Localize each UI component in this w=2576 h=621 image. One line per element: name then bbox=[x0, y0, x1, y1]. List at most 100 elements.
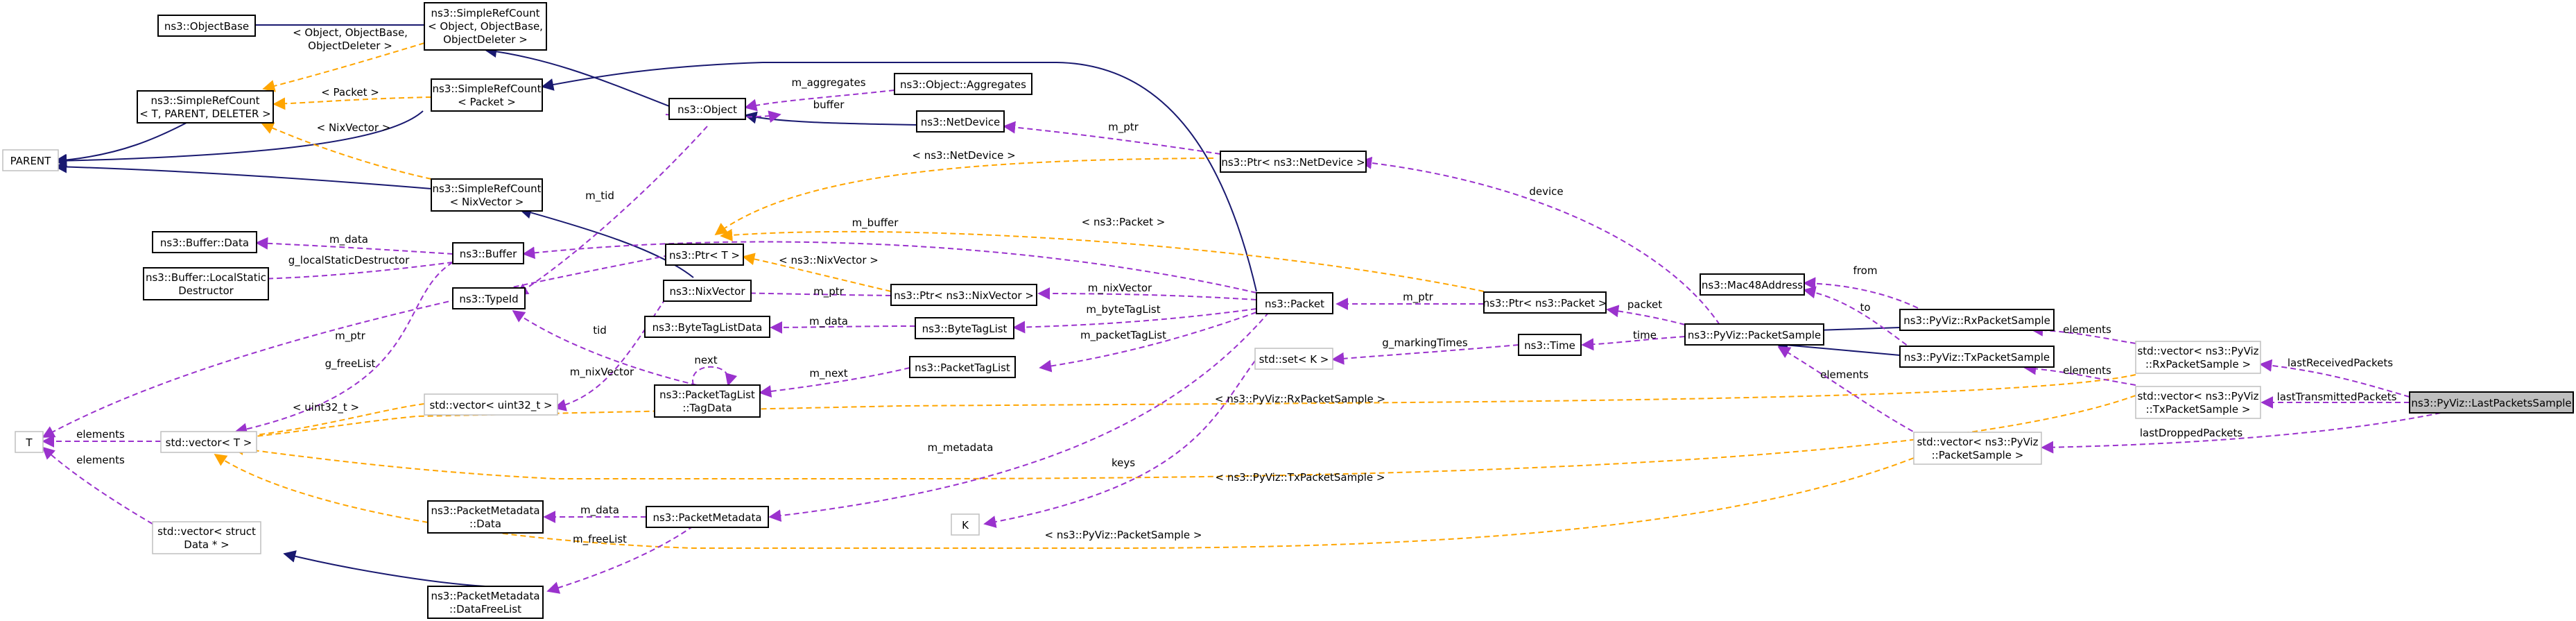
edge-member-pm-freelist bbox=[546, 525, 694, 594]
svg-text:ns3::TypeId: ns3::TypeId bbox=[459, 293, 518, 305]
edges bbox=[42, 19, 2441, 594]
node-parent[interactable]: PARENT bbox=[2, 149, 59, 171]
node-simplerefcount-t[interactable]: ns3::SimpleRefCount < T, PARENT, DELETER… bbox=[137, 90, 274, 124]
node-bytetaglist[interactable]: ns3::ByteTagList bbox=[915, 317, 1014, 339]
node-vector-packetsample[interactable]: std::vector< ns3::PyViz ::PacketSample > bbox=[1913, 432, 2042, 465]
edge-label: m_tid bbox=[585, 189, 614, 203]
node-vector-tx[interactable]: std::vector< ns3::PyViz ::TxPacketSample… bbox=[2135, 386, 2261, 419]
node-packettaglist-tagdata[interactable]: ns3::PacketTagList ::TagData bbox=[654, 384, 761, 418]
node-buffer-data[interactable]: ns3::Buffer::Data bbox=[152, 231, 257, 253]
edge-member-lastreceived bbox=[2259, 359, 2410, 398]
svg-text:ns3::Ptr< T >: ns3::Ptr< T > bbox=[669, 249, 740, 262]
svg-text:ns3::SimpleRefCount: ns3::SimpleRefCount bbox=[151, 94, 260, 107]
edge-label: m_freeList bbox=[573, 533, 627, 546]
svg-text:::TagData: ::TagData bbox=[682, 402, 732, 414]
edge-label: elements bbox=[2063, 364, 2111, 377]
edge-member-nixvector bbox=[1037, 287, 1257, 300]
svg-text:ns3::SimpleRefCount: ns3::SimpleRefCount bbox=[431, 7, 540, 19]
node-nixvector[interactable]: ns3::NixVector bbox=[663, 280, 752, 302]
node-t[interactable]: T bbox=[15, 431, 44, 453]
node-packettaglist[interactable]: ns3::PacketTagList bbox=[909, 356, 1016, 378]
node-pyviz-lastpacketssample[interactable]: ns3::PyViz::LastPacketsSample bbox=[2409, 391, 2574, 414]
edge-label: tid bbox=[593, 324, 607, 337]
svg-text:PARENT: PARENT bbox=[10, 155, 51, 167]
node-typeid[interactable]: ns3::TypeId bbox=[452, 287, 526, 309]
node-set-k[interactable]: std::set< K > bbox=[1254, 348, 1333, 370]
svg-text:std::vector< ns3::PyViz: std::vector< ns3::PyViz bbox=[2137, 390, 2258, 402]
svg-text:ns3::Ptr< ns3::Packet >: ns3::Ptr< ns3::Packet > bbox=[1483, 297, 1607, 309]
svg-text:ns3::SimpleRefCount: ns3::SimpleRefCount bbox=[433, 182, 542, 195]
svg-text:< Object, ObjectBase,: < Object, ObjectBase, bbox=[428, 20, 543, 33]
node-pyviz-txpacketsample[interactable]: ns3::PyViz::TxPacketSample bbox=[1899, 346, 2055, 368]
node-objectbase[interactable]: ns3::ObjectBase bbox=[157, 15, 256, 37]
edge-label: elements bbox=[76, 428, 125, 441]
node-ptr-netdevice[interactable]: ns3::Ptr< ns3::NetDevice > bbox=[1220, 151, 1367, 173]
node-vector-rx[interactable]: std::vector< ns3::PyViz ::RxPacketSample… bbox=[2135, 341, 2261, 374]
svg-text:ns3::Time: ns3::Time bbox=[1524, 339, 1575, 352]
edge-label: lastTransmittedPackets bbox=[2277, 391, 2397, 403]
node-buffer[interactable]: ns3::Buffer bbox=[452, 242, 524, 264]
node-bytetaglistdata[interactable]: ns3::ByteTagListData bbox=[644, 316, 770, 338]
svg-text:::PacketSample >: ::PacketSample > bbox=[1932, 449, 2024, 461]
node-mac48address[interactable]: ns3::Mac48Address bbox=[1700, 273, 1805, 296]
svg-text:::Data: ::Data bbox=[469, 518, 501, 530]
node-simplerefcount-nixvector[interactable]: ns3::SimpleRefCount < NixVector > bbox=[431, 178, 543, 212]
edge-member-localstatic bbox=[255, 262, 453, 285]
svg-text:ns3::PyViz::TxPacketSample: ns3::PyViz::TxPacketSample bbox=[1904, 351, 2050, 364]
edge-member-elements-tx bbox=[2023, 362, 2136, 386]
node-object-aggregates[interactable]: ns3::Object::Aggregates bbox=[894, 73, 1032, 95]
svg-text:ns3::PacketMetadata: ns3::PacketMetadata bbox=[652, 511, 761, 524]
edge-label: m_ptr bbox=[335, 330, 366, 343]
svg-text:ns3::Mac48Address: ns3::Mac48Address bbox=[1702, 279, 1803, 291]
svg-text:::DataFreeList: ::DataFreeList bbox=[449, 603, 521, 615]
node-packet[interactable]: ns3::Packet bbox=[1256, 292, 1333, 314]
node-vector-struct[interactable]: std::vector< struct Data * > bbox=[152, 521, 261, 554]
edge-label: g_localStaticDestructor bbox=[288, 254, 410, 267]
node-simplerefcount-objectbase[interactable]: ns3::SimpleRefCount < Object, ObjectBase… bbox=[424, 2, 547, 51]
edge-label: time bbox=[1633, 329, 1657, 341]
node-buffer-localstatic[interactable]: ns3::Buffer::LocalStatic Destructor bbox=[143, 267, 269, 300]
edge-tmpl-ps bbox=[214, 453, 1914, 549]
edge-label: to bbox=[1860, 301, 1870, 314]
edge-member-lastdropped bbox=[2041, 412, 2441, 454]
svg-text:ns3::Buffer::LocalStatic: ns3::Buffer::LocalStatic bbox=[146, 271, 266, 284]
edge-tmpl-packet bbox=[273, 96, 432, 110]
node-k[interactable]: K bbox=[951, 513, 980, 536]
edge-label: m_nixVector bbox=[1088, 282, 1152, 295]
edge-label: < NixVector > bbox=[317, 121, 391, 134]
edge-label: m_next bbox=[809, 367, 847, 380]
edge-inherit-simplerefcount-object bbox=[484, 45, 670, 107]
node-object[interactable]: ns3::Object bbox=[668, 98, 746, 120]
svg-text:Destructor: Destructor bbox=[178, 284, 234, 297]
node-simplerefcount-packet[interactable]: ns3::SimpleRefCount < Packet > bbox=[431, 78, 543, 112]
edge-label: m_metadata bbox=[928, 441, 994, 454]
edge-member-netdevice-ptr bbox=[1003, 121, 1221, 155]
node-vector-t[interactable]: std::vector< T > bbox=[160, 431, 257, 453]
node-pyviz-rxpacketsample[interactable]: ns3::PyViz::RxPacketSample bbox=[1899, 309, 2055, 331]
node-time[interactable]: ns3::Time bbox=[1518, 334, 1582, 356]
edge-label: m_nixVector bbox=[570, 366, 634, 379]
node-ptr-nixvector[interactable]: ns3::Ptr< ns3::NixVector > bbox=[890, 284, 1037, 306]
edge-tmpl-nixvector bbox=[261, 122, 432, 180]
node-vector-uint32[interactable]: std::vector< uint32_t > bbox=[424, 393, 558, 416]
edge-label: m_byteTagList bbox=[1086, 303, 1160, 316]
node-packetmetadata[interactable]: ns3::PacketMetadata bbox=[646, 506, 769, 528]
edge-label: g_markingTimes bbox=[1382, 337, 1468, 350]
node-netdevice[interactable]: ns3::NetDevice bbox=[916, 110, 1005, 133]
svg-text:ns3::PacketTagList: ns3::PacketTagList bbox=[915, 361, 1010, 374]
edge-member-bytetaglist bbox=[1012, 308, 1257, 334]
svg-text:std::set< K >: std::set< K > bbox=[1259, 353, 1329, 366]
svg-text:ns3::SimpleRefCount: ns3::SimpleRefCount bbox=[433, 83, 542, 95]
svg-text:ns3::Ptr< ns3::NetDevice >: ns3::Ptr< ns3::NetDevice > bbox=[1221, 156, 1365, 169]
edge-inherit-tx bbox=[1775, 339, 1901, 356]
node-packetmetadata-data[interactable]: ns3::PacketMetadata ::Data bbox=[427, 500, 544, 534]
node-packetmetadata-datafreelist[interactable]: ns3::PacketMetadata ::DataFreeList bbox=[427, 586, 544, 619]
node-ptr-t[interactable]: ns3::Ptr< T > bbox=[665, 244, 744, 266]
node-ptr-packet[interactable]: ns3::Ptr< ns3::Packet > bbox=[1483, 291, 1607, 314]
edge-label: m_ptr bbox=[1403, 291, 1434, 304]
svg-text:ns3::PacketTagList: ns3::PacketTagList bbox=[659, 389, 755, 401]
svg-text:ns3::PacketMetadata: ns3::PacketMetadata bbox=[431, 590, 539, 602]
edge-inherit-object-packet bbox=[541, 62, 1257, 292]
node-pyviz-packetsample[interactable]: ns3::PyViz::PacketSample bbox=[1684, 323, 1824, 346]
